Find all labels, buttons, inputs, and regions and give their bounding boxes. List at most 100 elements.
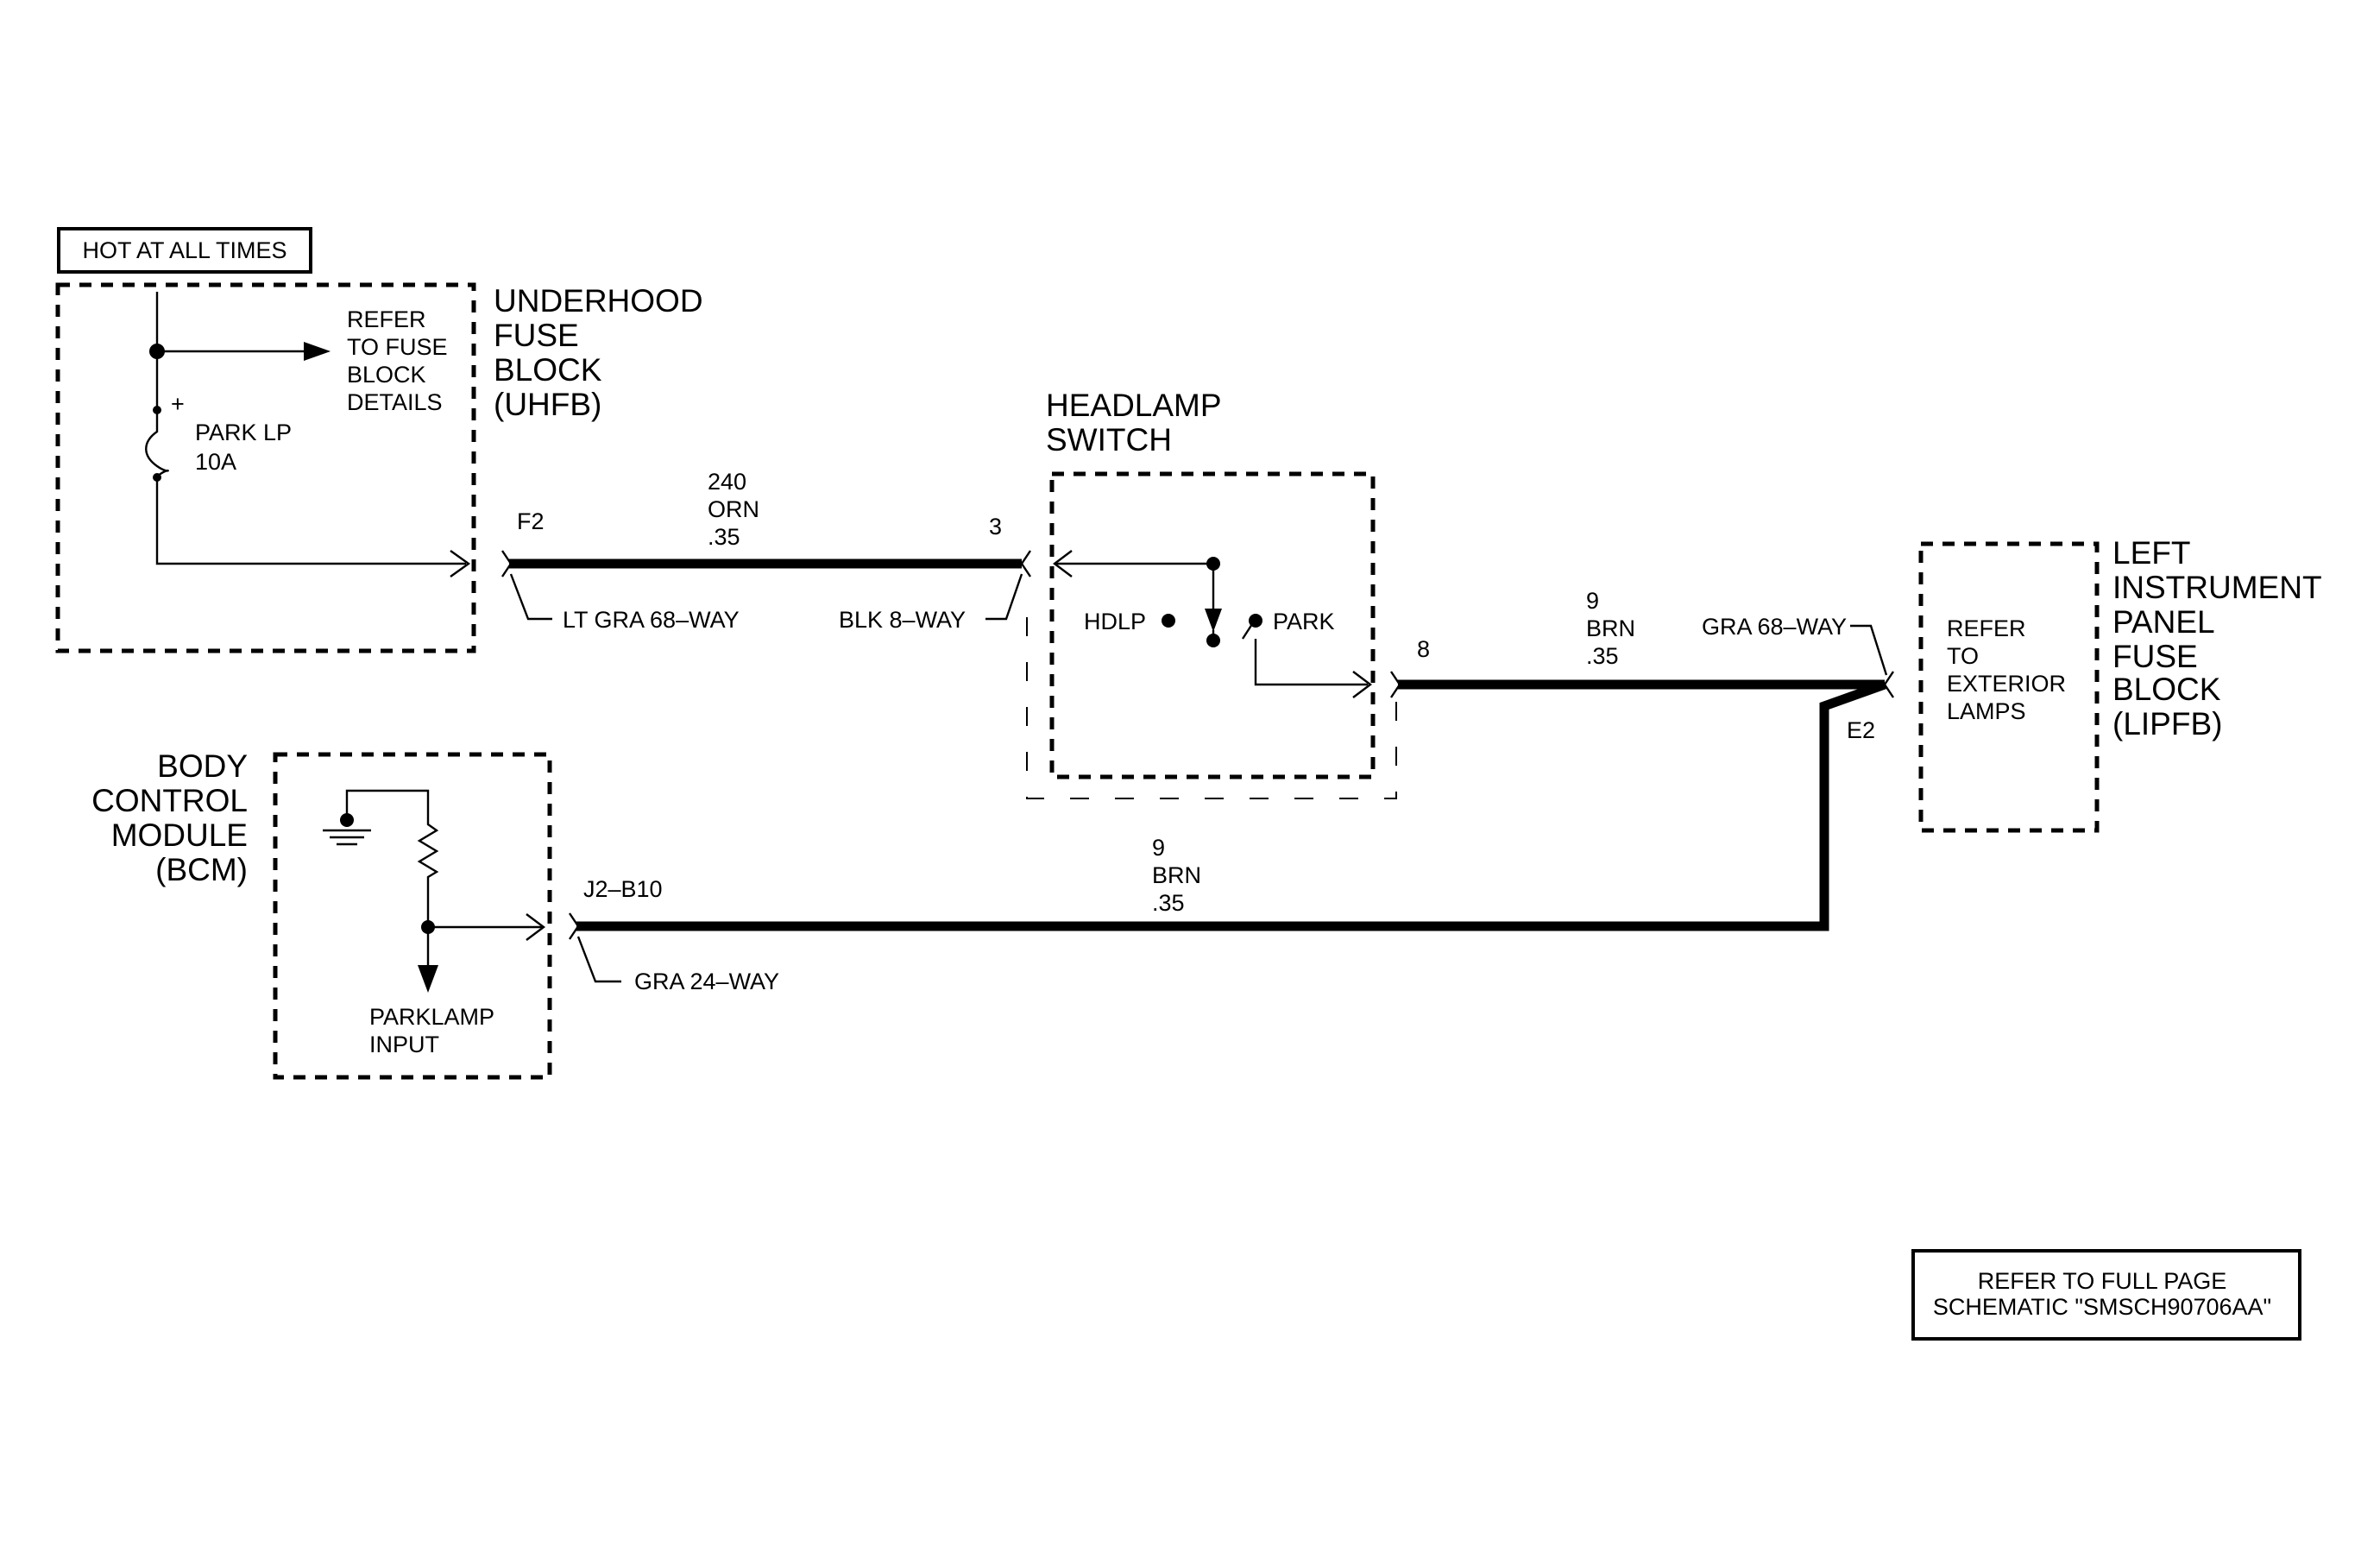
underhood-fuse-block: UNDERHOOD FUSE BLOCK (UHFB) + REFER TO F… [55,282,703,653]
hs-dashed-box [1049,471,1376,779]
hs-harness-outline [1026,617,1397,799]
uhfb-pin-f2: F2 [517,508,545,534]
lipfb-connector-leader [1850,624,1888,676]
hs-title-line: HEADLAMP [1046,388,1222,423]
wire-9-top-line: BRN [1586,615,1635,641]
lipfb-refer-line: EXTERIOR [1947,671,2066,697]
lipfb-title-line: INSTRUMENT [2112,570,2322,605]
uhfb-output-wire [155,477,466,565]
left-instrument-panel-fuse-block: REFER TO EXTERIOR LAMPS LEFT INSTRUMENT … [1918,535,2322,833]
uhfb-refer-line: DETAILS [347,389,443,415]
hs-hdlp-contact [1162,614,1175,628]
hs-connector-label: BLK 8–WAY [839,607,966,633]
uhfb-fuse-line: 10A [195,449,236,475]
uhfb-dashed-box [55,282,476,653]
uhfb-fuse-plus: + [171,391,185,417]
wire-9-bottom-label: 9 BRN .35 [1152,835,1201,916]
bcm-title-line: MODULE [111,817,248,853]
bcm-down-arrow-icon [418,965,438,993]
bcm-input-line: PARKLAMP [369,1004,494,1030]
wire-240-line: 240 [708,469,746,495]
uhfb-title: UNDERHOOD FUSE BLOCK (UHFB) [494,283,703,422]
bcm-ground-wire [345,789,430,827]
bcm-connector-label: GRA 24–WAY [634,969,779,994]
lipfb-refer-line: TO [1947,643,1979,669]
lipfb-title-line: (LIPFB) [2112,706,2222,741]
bcm-input-line: INPUT [369,1032,439,1057]
uhfb-title-line: FUSE [494,318,579,353]
lipfb-refer-text: REFER TO EXTERIOR LAMPS [1947,615,2066,724]
hot-at-all-times-text: HOT AT ALL TIMES [82,237,286,263]
wire-9-brn-top: 8 9 BRN .35 GRA 68–WAY E2 [1390,588,1894,931]
wire-9-top-line: .35 [1586,643,1619,669]
uhfb-fuse-label: PARK LP 10A [195,420,292,475]
bcm-title-line: BODY [157,748,248,784]
bcm-connector-leader [576,936,621,983]
connector-chevron-icon [1390,671,1401,698]
wire-240-orn: F2 240 ORN .35 LT GRA 68–WAY 3 BLK 8–WAY [501,469,1031,633]
resistor-icon [417,820,439,927]
lipfb-dashed-box [1918,541,2100,833]
uhfb-connector-leader [509,573,552,621]
hs-park-label: PARK [1273,609,1335,634]
bcm-title-line: (BCM) [155,852,248,887]
uhfb-refer-text: REFER TO FUSE BLOCK DETAILS [347,306,448,415]
fuse-icon [145,410,169,477]
uhfb-refer-line: BLOCK [347,362,426,388]
wire-9-bottom-line: BRN [1152,862,1201,888]
lipfb-pin-e2: E2 [1847,717,1875,743]
uhfb-refer-line: TO FUSE [347,334,448,360]
hs-title-line: SWITCH [1046,422,1172,458]
bcm-title: BODY CONTROL MODULE (BCM) [91,748,248,887]
hs-pin-out: 8 [1417,636,1430,662]
ground-icon [323,829,371,846]
lipfb-title-line: LEFT [2112,535,2190,571]
uhfb-refer-line: REFER [347,306,426,332]
reference-line: REFER TO FULL PAGE [1978,1268,2227,1294]
hs-output-wire [1254,639,1368,686]
bcm-input-label: PARKLAMP INPUT [369,1004,494,1057]
connector-chevron-icon [1883,671,1894,698]
hs-pin-in: 3 [989,514,1002,540]
uhfb-refer-arrow-icon [304,342,331,361]
lipfb-title-line: FUSE [2112,639,2198,674]
hs-output-arrow-icon [1352,671,1372,698]
hs-hdlp-label: HDLP [1084,609,1146,634]
uhfb-fuse-line: PARK LP [195,420,292,445]
connector-chevron-icon [569,912,580,940]
connector-chevron-icon [1020,550,1031,577]
hot-at-all-times-label: HOT AT ALL TIMES [57,227,312,274]
body-control-module: BODY CONTROL MODULE (BCM) PARKLAMP INPUT [91,748,552,1080]
hs-switch-arrow-icon [1205,609,1222,632]
lipfb-refer-line: REFER [1947,615,2026,641]
lipfb-connector-label: GRA 68–WAY [1702,614,1847,640]
wire-240-line: .35 [708,524,740,550]
hs-connector-leader [985,573,1023,621]
uhfb-title-line: (UHFB) [494,387,601,422]
bcm-title-line: CONTROL [91,783,248,818]
wire-9-bottom-line: .35 [1152,890,1185,916]
hs-switch-pivot [1206,634,1220,647]
connector-chevron-icon [501,550,513,577]
uhfb-title-line: BLOCK [494,352,602,388]
lipfb-title-line: BLOCK [2112,672,2221,707]
full-schematic-reference: REFER TO FULL PAGE SCHEMATIC "SMSCH90706… [1911,1249,2301,1341]
wire-9-top-line: 9 [1586,588,1599,614]
bcm-dashed-box [273,752,552,1080]
wire-9-brn-bottom: J2–B10 9 BRN .35 GRA 24–WAY [569,835,1824,994]
uhfb-output-arrow-icon [450,550,471,577]
lipfb-refer-line: LAMPS [1947,698,2026,724]
hs-title: HEADLAMP SWITCH [1046,388,1222,458]
wire-9-top-label: 9 BRN .35 [1586,588,1635,669]
bcm-input-arrow-icon [526,913,545,941]
reference-line: SCHEMATIC "SMSCH90706AA" [1933,1294,2271,1320]
ground-icon-dot [340,813,354,827]
headlamp-switch: HEADLAMP SWITCH HDLP PARK [1026,388,1397,799]
bcm-pin-j2-b10: J2–B10 [583,876,663,902]
wire-240-label: 240 ORN .35 [708,469,759,550]
uhfb-connector-label: LT GRA 68–WAY [563,607,740,633]
wire-240-line: ORN [708,496,759,522]
lipfb-title: LEFT INSTRUMENT PANEL FUSE BLOCK (LIPFB) [2112,535,2322,741]
uhfb-title-line: UNDERHOOD [494,283,703,319]
